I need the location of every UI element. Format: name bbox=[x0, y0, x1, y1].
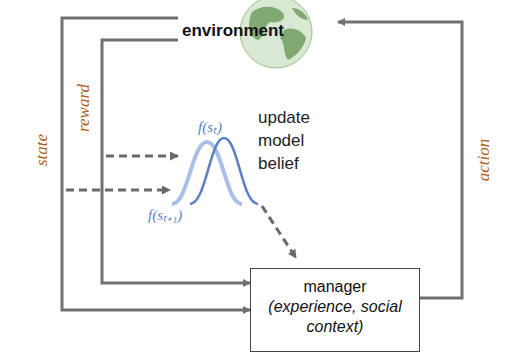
environment-node: environment bbox=[178, 12, 338, 50]
flow-arrow bbox=[338, 22, 462, 298]
edge-label: action bbox=[474, 137, 494, 184]
node-subtitle: (experience, social context) bbox=[261, 297, 409, 337]
edge-label: state bbox=[32, 132, 52, 168]
node-title: manager bbox=[261, 277, 409, 297]
manager-box: manager(experience, social context) bbox=[250, 268, 420, 352]
flow-arrow bbox=[102, 40, 250, 283]
function-label: f(sₜ₊₁) bbox=[148, 204, 182, 224]
edge-label: reward bbox=[74, 82, 94, 134]
function-label: f(sₜ) bbox=[198, 116, 222, 136]
belief-label: update model belief bbox=[258, 106, 328, 175]
flow-arrow bbox=[62, 18, 250, 310]
belief-curves bbox=[172, 138, 258, 204]
node-title: environment bbox=[178, 12, 338, 50]
